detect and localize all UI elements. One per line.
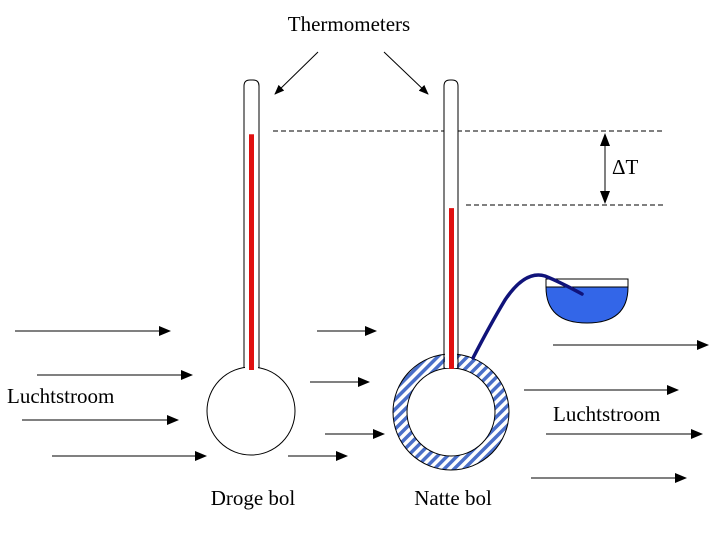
dry-bulb-label: Droge bol [211, 486, 296, 510]
wet-thermometer [392, 79, 510, 471]
dry-thermometer [206, 79, 296, 456]
delta-t-arrowhead-down [600, 191, 610, 204]
delta-t-arrowhead-up [600, 133, 610, 146]
pointer-arrow-dry [274, 51, 319, 95]
dry-bulb [206, 366, 296, 456]
pointer-arrow-wet [383, 51, 429, 95]
delta-t-label: ΔT [612, 155, 639, 179]
airflow-arrows-left [15, 326, 207, 461]
airflow-arrows-middle [288, 326, 385, 461]
bowl-water [545, 286, 629, 324]
wet-bulb [406, 367, 496, 457]
wet-bulb-label: Natte bol [414, 486, 492, 510]
airflow-arrows-right [524, 340, 709, 483]
airflow-label-left: Luchtstroom [7, 384, 114, 408]
wet-mercury-column [449, 208, 454, 370]
thermometers-label: Thermometers [288, 12, 410, 36]
water-bowl [545, 278, 629, 324]
dry-mercury-neck [249, 362, 254, 370]
dry-mercury-column [249, 134, 254, 370]
airflow-label-right: Luchtstroom [553, 402, 660, 426]
wet-mercury-neck [449, 352, 454, 369]
wick-cord [471, 273, 584, 360]
